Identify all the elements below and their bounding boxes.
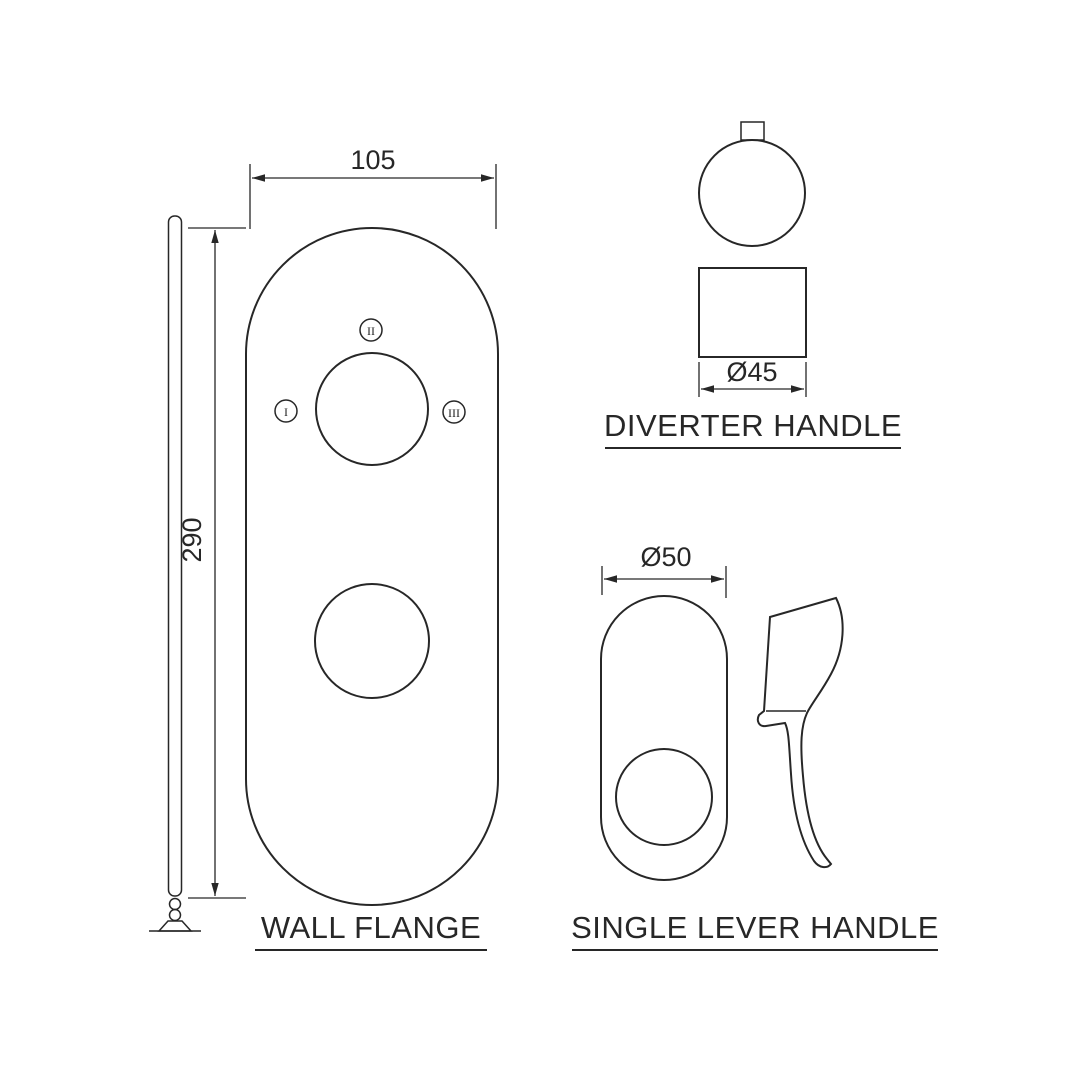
- port-marker-numeral: I: [284, 405, 288, 419]
- mount-foot: [157, 920, 193, 932]
- single-lever-front-view: [600, 595, 728, 881]
- wall-flange-caption: WALL FLANGE: [255, 910, 487, 951]
- diverter-handle-top-view: [698, 121, 806, 247]
- mount-screw-head: [168, 897, 182, 911]
- width-dimension-value: 105: [350, 145, 395, 175]
- diverter-handle-side-view: [698, 267, 807, 358]
- diverter-knob-notch: [740, 121, 765, 141]
- lever-diameter-dimension: Ø50: [601, 542, 727, 598]
- width-dimension: 105: [249, 145, 497, 229]
- single-lever-caption: SINGLE LEVER HANDLE: [571, 910, 939, 951]
- lever-base-circle: [615, 748, 713, 846]
- lever-diameter-value: Ø50: [640, 542, 691, 572]
- diverter-port-circle: [315, 352, 429, 466]
- side-profile-bar: [167, 215, 183, 897]
- diverter-body-rect: [698, 267, 807, 358]
- wall-flange-front-view: II I III: [245, 227, 499, 906]
- lever-handle-outline: [756, 596, 844, 869]
- diverter-diameter-value: Ø45: [726, 357, 777, 387]
- port-marker-left: I: [274, 399, 298, 423]
- diverter-handle-label: DIVERTER HANDLE: [604, 408, 902, 443]
- port-marker-numeral: II: [367, 324, 375, 338]
- height-dimension-value: 290: [177, 517, 207, 562]
- diverter-diameter-dimension: Ø45: [698, 357, 807, 397]
- port-marker-circle: [442, 400, 466, 424]
- lever-port-circle: [314, 583, 430, 699]
- mount-washer: [168, 908, 182, 922]
- wall-flange-side-profile-view: [149, 215, 201, 932]
- diverter-handle-caption: DIVERTER HANDLE: [604, 408, 902, 449]
- diverter-knob-circle: [698, 139, 806, 247]
- single-lever-side-profile: [756, 596, 844, 869]
- port-marker-top: II: [359, 318, 383, 342]
- port-marker-right: III: [442, 400, 466, 424]
- flange-plate-outline: [245, 227, 499, 906]
- wall-flange-label: WALL FLANGE: [261, 910, 481, 945]
- port-marker-numeral: III: [448, 406, 460, 420]
- lever-escutcheon-outline: [600, 595, 728, 881]
- port-marker-circle: [274, 399, 298, 423]
- height-dimension: 290: [177, 227, 246, 899]
- port-marker-circle: [359, 318, 383, 342]
- single-lever-handle-label: SINGLE LEVER HANDLE: [571, 910, 939, 945]
